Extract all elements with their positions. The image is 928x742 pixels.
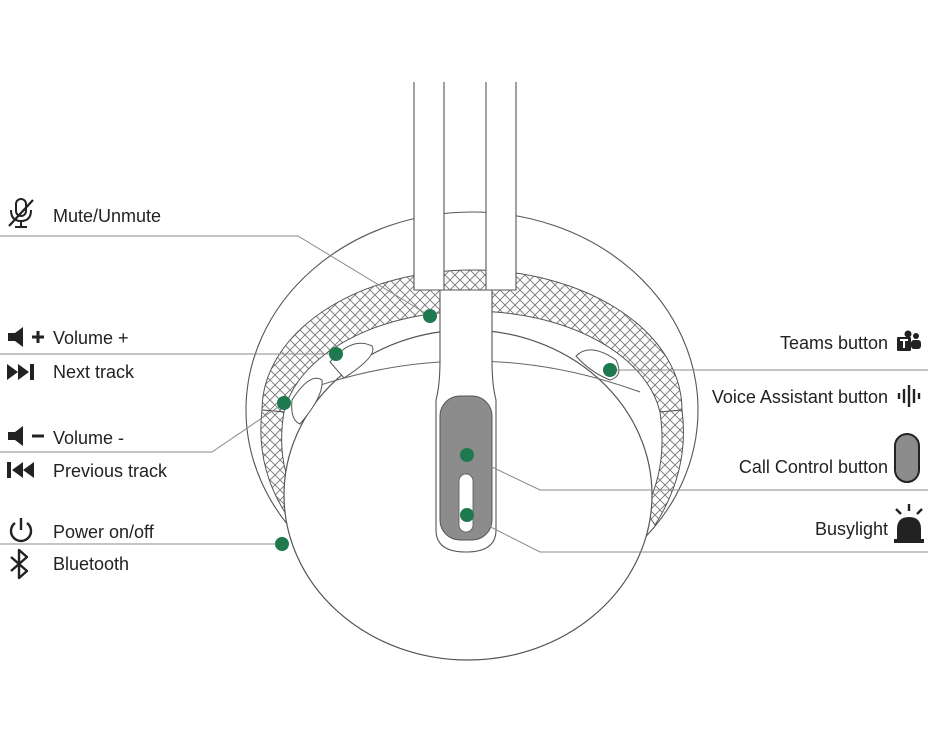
next-track-label: Next track xyxy=(53,362,135,382)
volume-down-marker xyxy=(277,396,291,410)
callout-lines xyxy=(0,235,928,553)
power-icon xyxy=(9,518,33,543)
voice-assistant-label: Voice Assistant button xyxy=(711,387,888,407)
bluetooth-icon xyxy=(10,548,29,580)
speaker-minus-icon xyxy=(8,426,44,446)
volume-down-button[interactable] xyxy=(291,377,323,425)
call-control-marker xyxy=(460,448,474,462)
busylight-strip xyxy=(458,473,474,533)
skip-back-icon xyxy=(7,462,34,478)
power-marker xyxy=(275,537,289,551)
mute-label: Mute/Unmute xyxy=(53,206,162,226)
speaker-plus-icon xyxy=(8,327,44,347)
teams-logo-icon xyxy=(897,330,921,351)
teams-label: Teams button xyxy=(779,333,888,353)
bluetooth-label: Bluetooth xyxy=(53,554,130,574)
busylight-label: Busylight xyxy=(814,519,888,539)
busylight-beacon-icon xyxy=(894,504,924,543)
microphone-muted-icon xyxy=(8,198,34,228)
voice-waveform-icon xyxy=(897,385,921,407)
volume-up-marker xyxy=(329,347,343,361)
call-control-pill-icon xyxy=(894,433,920,483)
previous-track-label: Previous track xyxy=(53,461,168,481)
volume-down-label: Volume - xyxy=(53,428,125,448)
call-control-panel[interactable] xyxy=(439,395,493,541)
call-control-label: Call Control button xyxy=(738,457,888,477)
teams-marker xyxy=(603,363,617,377)
skip-forward-icon xyxy=(7,364,34,380)
volume-up-label: Volume + xyxy=(53,328,129,348)
markers xyxy=(275,309,617,551)
mute-marker xyxy=(423,309,437,323)
busylight-marker xyxy=(460,508,474,522)
power-label: Power on/off xyxy=(53,522,154,542)
